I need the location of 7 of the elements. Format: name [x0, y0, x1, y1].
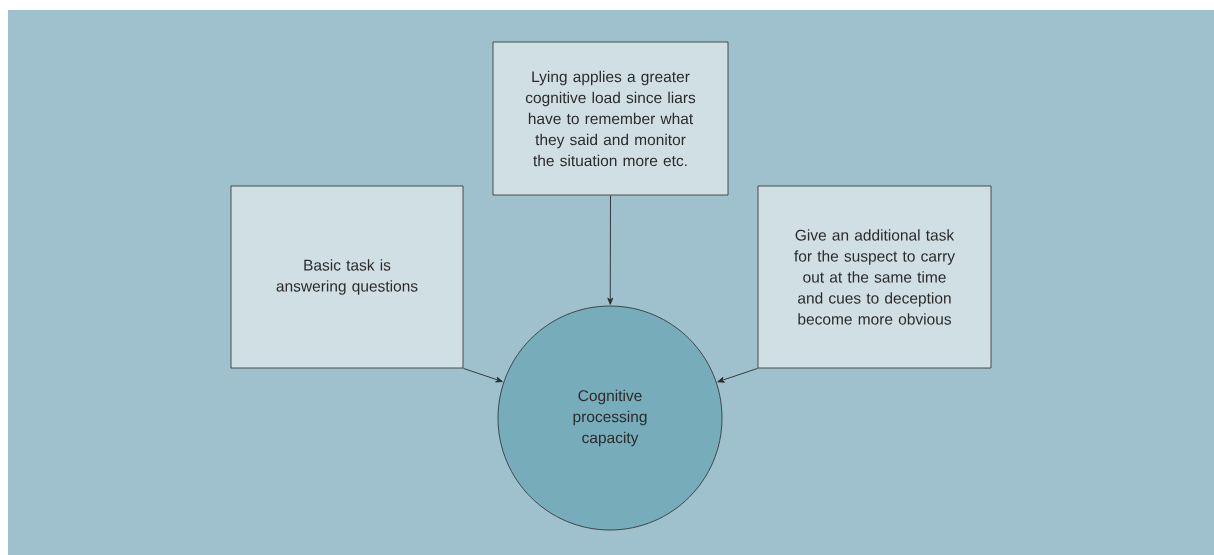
arrow [607, 194, 614, 305]
text-box: Basic task is answering questions [230, 185, 464, 369]
text-box: Give an additional task for the suspect to carry out at the same time and cues to deception become more obvious [757, 185, 992, 369]
arrow [462, 367, 503, 383]
text-box: Lying applies a greater cognitive load since liars have to remember what they said and monitor the situation more etc. [492, 41, 729, 196]
circle-node: Cognitive processing capacity [497, 305, 723, 531]
arrow [717, 367, 759, 383]
